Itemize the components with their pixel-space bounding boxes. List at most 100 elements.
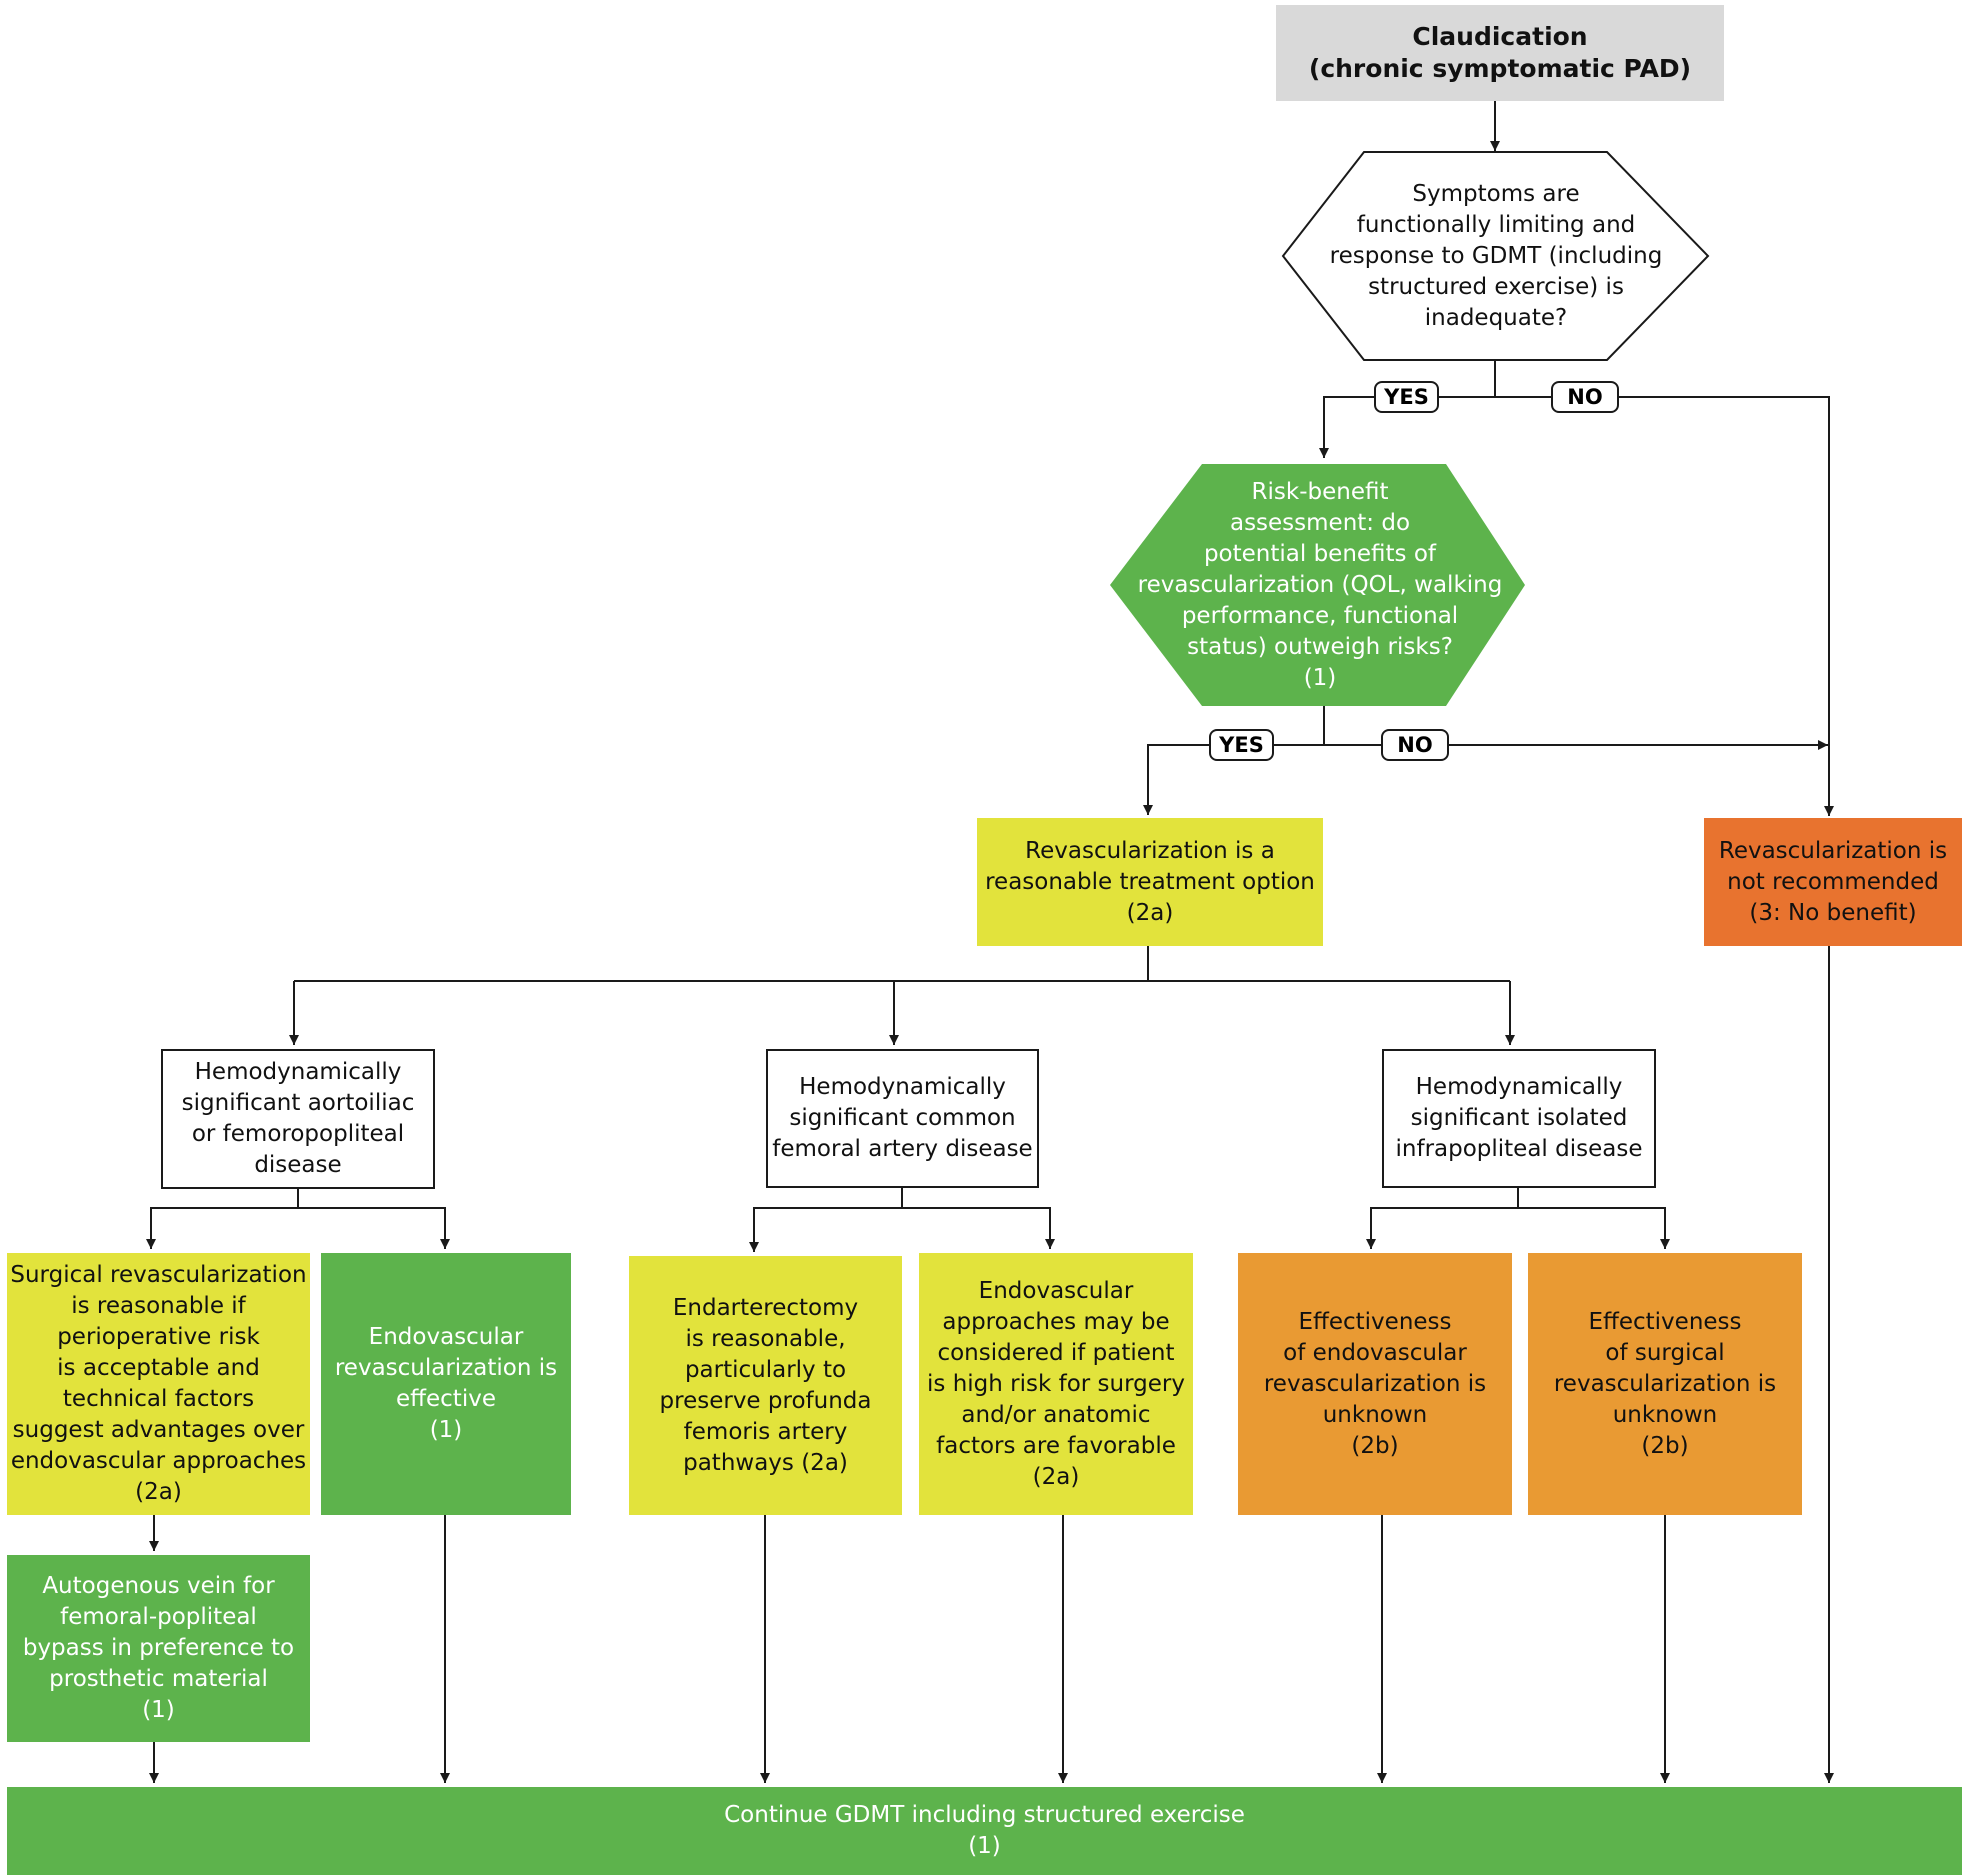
- surgical-revascularization-box: Surgical revascularization is reasonable …: [7, 1253, 310, 1515]
- node-text-line: (1): [968, 1833, 1001, 1859]
- node-text-line: of surgical: [1605, 1339, 1725, 1366]
- node-text-line: unknown: [1322, 1401, 1428, 1428]
- node-text-line: Revascularization is: [1718, 837, 1948, 864]
- node-text-line: response to GDMT (including: [1329, 242, 1663, 269]
- edge-to-endarterectomy: [749, 1207, 902, 1252]
- node-text-line: not recommended: [1727, 868, 1939, 895]
- node-text-line: Endarterectomy: [672, 1294, 859, 1321]
- infrapopliteal-disease-box: Hemodynamically significant isolated infra…: [1382, 1049, 1656, 1188]
- node-text-line: (2a): [135, 1479, 182, 1505]
- node-text-line: is high risk for surgery: [927, 1370, 1185, 1397]
- node-text-line: femoris artery: [683, 1418, 848, 1445]
- node-text-line: significant isolated: [1410, 1105, 1628, 1131]
- node-text-line: inadequate?: [1424, 304, 1568, 331]
- node-text-line: disease: [254, 1152, 342, 1178]
- question-functionally-limiting: Symptoms are functionally limiting and res…: [1300, 172, 1692, 340]
- node-text-line: (2a): [1126, 899, 1174, 926]
- endovascular-unknown-box: Effectiveness of endovascular revasculariz…: [1238, 1253, 1512, 1515]
- node-text-line: Endovascular: [368, 1324, 524, 1350]
- node-text-line: Hemodynamically: [1415, 1074, 1623, 1100]
- node-text-line: effective: [396, 1386, 496, 1412]
- node-text-line: suggest advantages over: [12, 1417, 305, 1443]
- node-text-line: femoral artery disease: [772, 1136, 1033, 1162]
- node-text-line: is reasonable if: [71, 1293, 246, 1319]
- node-text-line: performance, functional: [1181, 602, 1459, 629]
- node-text-line: Revascularization is a: [1025, 837, 1275, 864]
- node-text-line: status) outweigh risks?: [1187, 633, 1453, 660]
- node-text-line: preserve profunda: [659, 1387, 872, 1414]
- not-recommended-box: Revascularization is not recommended (3: N…: [1704, 818, 1962, 946]
- surgical-unknown-box: Effectiveness of surgical revascularizatio…: [1528, 1253, 1802, 1515]
- node-text-line: potential benefits of: [1203, 540, 1437, 567]
- node-text-line: functionally limiting and: [1356, 211, 1636, 238]
- edge-q1-no: [1495, 396, 1834, 816]
- node-text-line: revascularization is: [1553, 1370, 1777, 1397]
- q2-yes-label: YES: [1209, 729, 1274, 761]
- node-text-line: structured exercise) is: [1368, 273, 1624, 300]
- common-femoral-disease-box: Hemodynamically significant common femoral…: [766, 1049, 1039, 1188]
- node-text-line: (3: No benefit): [1749, 899, 1917, 926]
- node-text-line: bypass in preference to: [22, 1635, 295, 1661]
- node-text-line: Surgical revascularization: [10, 1262, 307, 1288]
- node-text-line: perioperative risk: [57, 1324, 260, 1350]
- node-text-line: Symptoms are: [1412, 180, 1580, 207]
- node-text-line: Hemodynamically: [799, 1074, 1006, 1100]
- node-text-line: revascularization is: [1263, 1370, 1487, 1397]
- edge-to-endo-unknown: [1366, 1207, 1518, 1249]
- continue-gdmt-bar: Continue GDMT including structured exerc…: [7, 1787, 1962, 1875]
- node-text-line: and/or anatomic: [961, 1401, 1151, 1428]
- node-text-line: prosthetic material: [49, 1666, 268, 1692]
- q2-no-label: NO: [1381, 729, 1449, 761]
- node-text-line: Claudication: [1412, 22, 1588, 51]
- autogenous-vein-box: Autogenous vein for femoral-popliteal bypa…: [7, 1555, 310, 1742]
- node-text-line: revascularization (QOL, walking: [1137, 571, 1503, 598]
- node-text-line: endovascular approaches: [10, 1448, 307, 1474]
- hexagon-q2-shape: [1110, 464, 1525, 706]
- node-text-line: Effectiveness: [1298, 1308, 1452, 1335]
- node-text-line: revascularization is: [334, 1355, 558, 1381]
- node-text-line: Effectiveness: [1588, 1308, 1742, 1335]
- node-text-line: (2b): [1351, 1432, 1399, 1459]
- node-text-line: Hemodynamically: [194, 1059, 402, 1085]
- edge-to-endo-considered: [902, 1207, 1055, 1249]
- endovascular-effective-box: Endovascular revascularization is effectiv…: [321, 1253, 571, 1515]
- node-text-line: (1): [429, 1417, 463, 1443]
- node-text-line: significant common: [789, 1105, 1016, 1131]
- endovascular-considered-box: Endovascular approaches may be considered …: [919, 1253, 1193, 1515]
- node-text-line: Endovascular: [978, 1277, 1134, 1304]
- node-text-line: (2a): [1032, 1463, 1080, 1490]
- aortoiliac-disease-box: Hemodynamically significant aortoiliac or …: [161, 1049, 435, 1189]
- node-text-line: factors are favorable: [936, 1432, 1176, 1459]
- node-text-line: (1): [142, 1697, 175, 1723]
- node-text-line: femoral-popliteal: [60, 1604, 257, 1630]
- node-text-line: significant aortoiliac: [181, 1090, 415, 1116]
- edge-to-surgical: [146, 1207, 298, 1249]
- node-text-line: (2b): [1641, 1432, 1689, 1459]
- question-risk-benefit: Risk-benefit assessment: do potential bene…: [1120, 474, 1520, 696]
- q1-yes-label: YES: [1374, 381, 1439, 413]
- start-node: Claudication(chronic symptomatic PAD): [1276, 5, 1724, 101]
- hexagon-q1-shape: [1281, 151, 1710, 361]
- node-text-line: considered if patient: [937, 1339, 1175, 1366]
- node-text-line: (1): [1303, 664, 1337, 691]
- node-text-line: infrapopliteal disease: [1395, 1136, 1643, 1162]
- node-text-line: Risk-benefit: [1251, 478, 1389, 505]
- edge-to-endo-effective: [298, 1207, 450, 1249]
- node-text-line: is acceptable and: [57, 1355, 260, 1381]
- node-text-line: of endovascular: [1283, 1339, 1467, 1366]
- edge-to-surg-unknown: [1518, 1207, 1670, 1249]
- node-text-line: is reasonable,: [685, 1325, 846, 1352]
- node-text-line: Continue GDMT including structured exerc…: [724, 1802, 1245, 1828]
- node-text-line: pathways (2a): [683, 1449, 848, 1476]
- node-text-line: approaches may be: [942, 1308, 1170, 1335]
- node-text-line: unknown: [1612, 1401, 1718, 1428]
- node-text-line: reasonable treatment option: [985, 868, 1315, 895]
- node-text-line: assessment: do: [1229, 509, 1411, 536]
- reasonable-treatment-option: Revascularization is a reasonable treatme…: [977, 818, 1323, 946]
- node-text-line: Autogenous vein for: [42, 1573, 275, 1599]
- node-text-line: or femoropopliteal: [191, 1121, 405, 1147]
- node-text-line: technical factors: [62, 1386, 255, 1412]
